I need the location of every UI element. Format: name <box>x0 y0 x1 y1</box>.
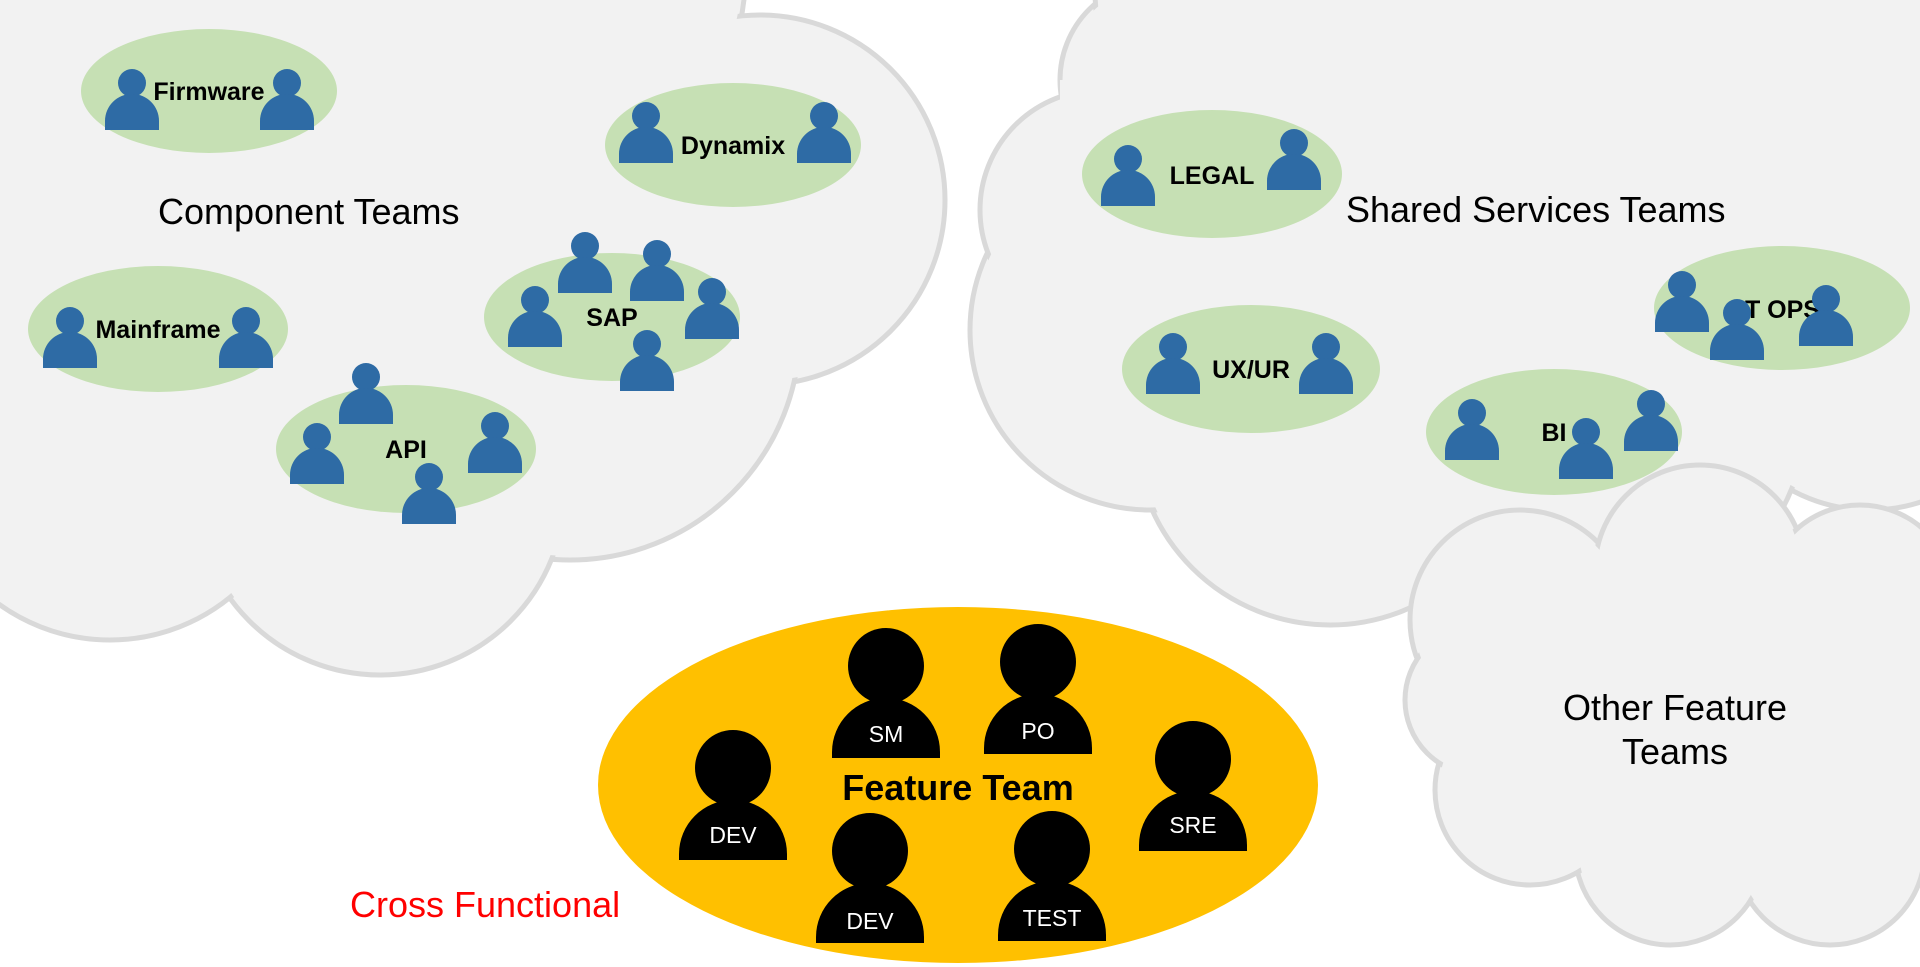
other-feature-teams-label-line2: Teams <box>1622 731 1728 772</box>
team-api: API <box>276 363 536 524</box>
bi-label: BI <box>1542 419 1567 447</box>
team-itops: IT OPS <box>1654 246 1910 370</box>
role-po: PO <box>984 624 1092 754</box>
shared-services-teams-label: Shared Services Teams <box>1346 189 1726 230</box>
team-uxur: UX/UR <box>1122 305 1380 433</box>
team-sap: SAP <box>484 232 740 391</box>
team-firmware: Firmware <box>81 29 337 153</box>
other-feature-teams-label-line1: Other Feature <box>1563 687 1787 728</box>
api-label: API <box>385 436 427 464</box>
legal-label: LEGAL <box>1170 162 1255 190</box>
cross-functional-label: Cross Functional <box>350 884 620 925</box>
role-sm: SM <box>832 628 940 758</box>
component-teams-label: Component Teams <box>158 191 460 232</box>
role-dev-left: DEV <box>679 730 787 860</box>
role-dev-left-label: DEV <box>709 822 757 848</box>
sap-label: SAP <box>586 304 637 332</box>
team-legal: LEGAL <box>1082 110 1342 238</box>
team-bi: BI <box>1426 369 1682 495</box>
role-sre: SRE <box>1139 721 1247 851</box>
feature-team: SM PO DEV SRE DEV TEST Feature Team <box>598 607 1318 963</box>
role-test: TEST <box>998 811 1106 941</box>
team-mainframe: Mainframe <box>28 266 288 392</box>
team-dynamix: Dynamix <box>605 83 861 207</box>
dynamix-label: Dynamix <box>681 132 785 160</box>
role-dev-bottom: DEV <box>816 813 924 943</box>
firmware-label: Firmware <box>153 78 264 106</box>
other-feature-teams-cloud <box>1402 462 1920 948</box>
role-test-label: TEST <box>1023 905 1082 931</box>
role-dev-bottom-label: DEV <box>846 908 894 934</box>
role-po-label: PO <box>1021 718 1054 744</box>
mainframe-label: Mainframe <box>95 316 220 344</box>
role-sre-label: SRE <box>1169 812 1216 838</box>
feature-team-title: Feature Team <box>842 767 1073 808</box>
role-sm-label: SM <box>869 721 904 747</box>
uxur-label: UX/UR <box>1212 356 1290 384</box>
